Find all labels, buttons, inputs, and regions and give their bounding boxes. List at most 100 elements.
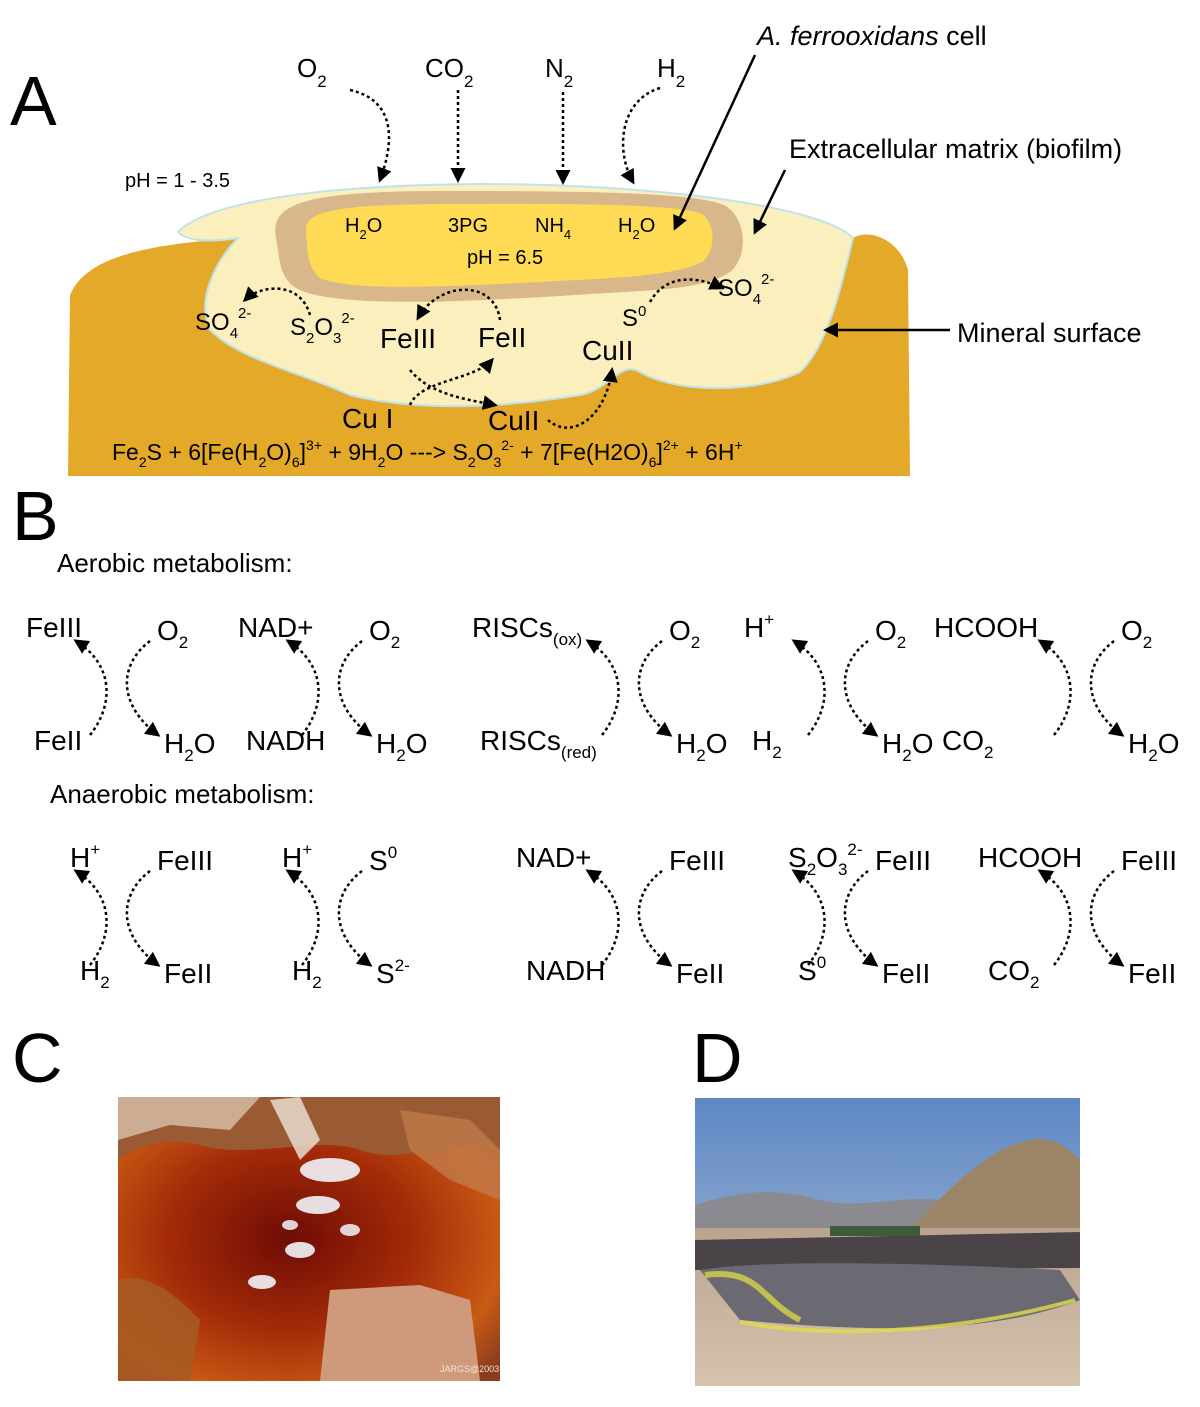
aerobic-reaction-1-bl-label: FeII xyxy=(34,725,82,756)
panel-c-photo: JARGS@2003 xyxy=(118,1097,500,1381)
mineral-surface xyxy=(68,234,910,476)
anaerobic-reaction-5-donor-arrow xyxy=(1037,869,1072,966)
aerobic-reaction-3-tr-label: O2 xyxy=(669,615,700,652)
aerobic-reaction-3-bl-label: RISCs(red) xyxy=(480,725,597,762)
cell-3pg: 3PG xyxy=(448,215,488,237)
aerobic-reaction-4-bl-label: H2 xyxy=(752,725,782,762)
anaerobic-reaction-5-bl-label: CO2 xyxy=(988,955,1039,992)
anaerobic-reaction-3: NAD+ FeIII NADH FeII xyxy=(516,842,725,989)
anaerobic-reaction-4-donor-arrow xyxy=(791,869,826,966)
anaerobic-reaction-5-br-label: FeII xyxy=(1128,958,1176,989)
aerobic-reaction-2-tr-label: O2 xyxy=(369,615,400,652)
species-so4-left: SO42- xyxy=(195,305,251,342)
aerobic-reaction-3-donor-arrow xyxy=(585,639,620,736)
anaerobic-reaction-1-bl-label: H2 xyxy=(80,955,110,992)
fe2-to-fe3-arrow xyxy=(416,288,502,321)
cell-nh4: NH4 xyxy=(535,215,571,242)
anaerobic-reaction-5: HCOOH FeIII CO2 FeII xyxy=(978,842,1177,992)
anaerobic-reaction-2-acceptor-arrow xyxy=(337,870,373,967)
anaerobic-reaction-3-bl-label: NADH xyxy=(526,955,605,986)
cu1-to-fe2-arrow xyxy=(408,357,494,406)
anaerobic-reaction-1-acceptor-arrow xyxy=(125,870,161,967)
cu2-to-cu2-arrow xyxy=(547,367,618,429)
aerobic-reaction-5-acceptor-arrow xyxy=(1089,640,1125,737)
anaerobic-reaction-4-tl-label: S2O32- xyxy=(788,840,863,879)
aerobic-reaction-3-tl-label: RISCs(ox) xyxy=(472,612,582,649)
anaerobic-reaction-1-tr-label: FeIII xyxy=(157,845,213,876)
anaerobic-reaction-2-tl-label: H+ xyxy=(282,840,312,873)
aerobic-reaction-1-br-label: H2O xyxy=(164,728,215,765)
redox-arrows xyxy=(242,276,725,429)
aerobic-reaction-1-donor-arrow xyxy=(73,639,108,736)
gas-o2-label: O2 xyxy=(297,53,327,91)
aerobic-reaction-1-tl-label: FeIII xyxy=(26,612,82,643)
anaerobic-reaction-3-acceptor-arrow xyxy=(637,870,673,967)
gas-uptake-arrows xyxy=(349,86,661,185)
aerobic-reaction-1-tr-label: O2 xyxy=(157,615,188,652)
ph-outside-label: pH = 1 - 3.5 xyxy=(125,170,230,192)
aerobic-reaction-5-tl-label: HCOOH xyxy=(934,612,1038,643)
anaerobic-reaction-4-br-label: FeII xyxy=(882,958,930,989)
species-fe2: FeII xyxy=(478,322,526,353)
o2-arrow xyxy=(349,88,392,183)
anaerobic-reaction-3-br-label: FeII xyxy=(676,958,724,989)
aerobic-reaction-1-acceptor-arrow xyxy=(125,640,161,737)
matrix-label: Extracellular matrix (biofilm) xyxy=(789,134,1122,164)
aerobic-title: Aerobic metabolism: xyxy=(57,548,293,578)
anaerobic-reaction-3-tr-label: FeIII xyxy=(669,845,725,876)
anaerobic-reaction-3-donor-arrow xyxy=(585,869,620,966)
aerobic-reaction-3-acceptor-arrow xyxy=(637,640,673,737)
anaerobic-title: Anaerobic metabolism: xyxy=(50,779,314,809)
anaerobic-reaction-3-tl-label: NAD+ xyxy=(516,842,591,873)
gas-h2-label: H2 xyxy=(657,53,685,91)
aerobic-reaction-3-br-label: H2O xyxy=(676,728,727,765)
gas-n2-label: N2 xyxy=(545,53,573,91)
aerobic-reaction-4-tl-label: H+ xyxy=(744,610,774,643)
aerobic-reaction-5-bl-label: CO2 xyxy=(942,725,993,762)
anaerobic-reaction-1-donor-arrow xyxy=(73,869,108,966)
panel-d-letter: D xyxy=(692,1019,743,1097)
cell-interior xyxy=(305,203,713,287)
anaerobic-reaction-5-tl-label: HCOOH xyxy=(978,842,1082,873)
anaerobic-reaction-2-br-label: S2- xyxy=(376,956,410,989)
aerobic-reaction-5-tr-label: O2 xyxy=(1121,615,1152,652)
panel-b-letter: B xyxy=(12,477,59,555)
cell-h2o-right: H2O xyxy=(618,215,655,242)
aerobic-reaction-2-br-label: H2O xyxy=(376,728,427,765)
anaerobic-reaction-2-donor-arrow xyxy=(285,869,320,966)
cell-h2o-left: H2O xyxy=(345,215,382,242)
aerobic-reaction-2-tl-label: NAD+ xyxy=(238,612,313,643)
gas-co2-label: CO2 xyxy=(425,53,473,91)
aerobic-reaction-4-acceptor-arrow xyxy=(843,640,879,737)
s2o3-to-so4-arrow xyxy=(242,286,312,316)
anaerobic-reaction-2-bl-label: H2 xyxy=(292,955,322,992)
anaerobic-reaction-1-tl-label: H+ xyxy=(70,840,100,873)
panel-d-photo xyxy=(695,1098,1080,1386)
leaching-equation: Fe2S + 6[Fe(H2O)6]3+ + 9H2O ---> S2O32- … xyxy=(112,437,743,470)
species-cu1: Cu I xyxy=(342,403,393,434)
photo-c-watermark: JARGS@2003 xyxy=(440,1364,499,1374)
species-s0: S0 xyxy=(622,303,646,332)
aerobic-reaction-4-tr-label: O2 xyxy=(875,615,906,652)
anaerobic-reaction-1-br-label: FeII xyxy=(164,958,212,989)
anaerobic-reaction-2-tr-label: S0 xyxy=(369,843,397,876)
aerobic-reaction-5-br-label: H2O xyxy=(1128,728,1179,765)
panel-c-letter: C xyxy=(12,1019,63,1097)
species-fe3: FeIII xyxy=(380,323,436,354)
cell-label: A. ferrooxidans cell xyxy=(755,21,987,51)
h2-arrow xyxy=(620,86,661,185)
anaerobic-reaction-1: H+ FeIII H2 FeII xyxy=(70,840,213,992)
panel-b: B Aerobic metabolism: Anaerobic metaboli… xyxy=(12,477,1179,992)
anaerobic-reaction-4-acceptor-arrow xyxy=(843,870,879,967)
anaerobic-reaction-5-tr-label: FeIII xyxy=(1121,845,1177,876)
anaerobic-reaction-5-acceptor-arrow xyxy=(1089,870,1125,967)
species-s2o3: S2O32- xyxy=(290,310,355,347)
